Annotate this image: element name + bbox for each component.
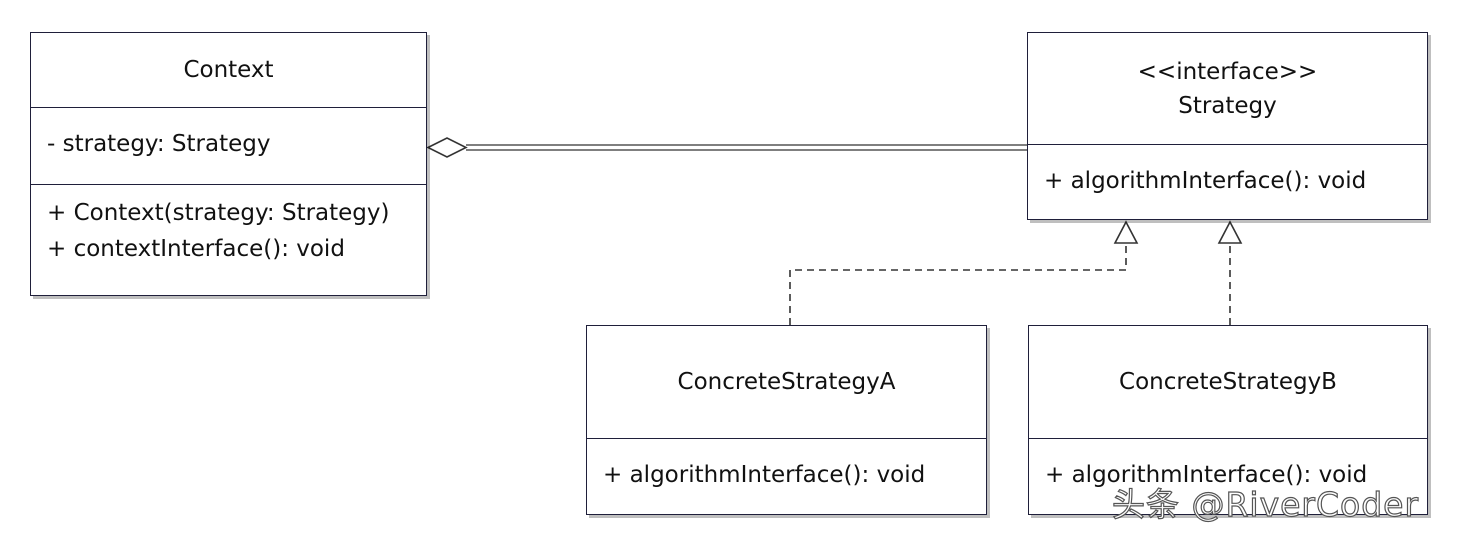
class-concrete-strategy-a-methods: + algorithmInterface(): void — [587, 439, 986, 493]
class-context-method: + Context(strategy: Strategy) — [47, 200, 390, 226]
class-concrete-strategy-a-method: + algorithmInterface(): void — [603, 462, 926, 488]
class-strategy-stereotype: <<interface>> — [1137, 58, 1318, 85]
class-concrete-strategy-b-methods: + algorithmInterface(): void — [1029, 439, 1427, 493]
watermark: 头条 @RiverCoder — [1111, 484, 1420, 524]
class-context-methods: + Context(strategy: Strategy) + contextI… — [31, 185, 426, 267]
class-concrete-strategy-b-name-section: ConcreteStrategyB — [1029, 326, 1427, 439]
realization-connector-b — [1217, 220, 1243, 325]
aggregation-connector — [426, 137, 1027, 158]
realization-connector-a — [789, 220, 1139, 325]
class-context-name-section: Context — [31, 33, 426, 108]
class-strategy: <<interface>> Strategy + algorithmInterf… — [1027, 32, 1428, 220]
class-concrete-strategy-a-name-section: ConcreteStrategyA — [587, 326, 986, 439]
class-concrete-strategy-b-method: + algorithmInterface(): void — [1045, 462, 1368, 488]
aggregation-diamond — [426, 137, 468, 158]
class-context-name: Context — [183, 57, 274, 83]
class-context: Context - strategy: Strategy + Context(s… — [30, 32, 427, 296]
class-concrete-strategy-a-name: ConcreteStrategyA — [677, 369, 896, 395]
class-context-method: + contextInterface(): void — [47, 236, 345, 262]
class-context-attribute: - strategy: Strategy — [47, 131, 271, 157]
class-strategy-method: + algorithmInterface(): void — [1044, 168, 1367, 194]
realization-arrowhead-a — [1113, 220, 1139, 244]
class-context-attributes: - strategy: Strategy — [31, 108, 426, 185]
class-strategy-name: Strategy — [1178, 92, 1277, 119]
class-strategy-name-section: <<interface>> Strategy — [1028, 33, 1427, 145]
class-concrete-strategy-b-name: ConcreteStrategyB — [1119, 369, 1337, 395]
class-concrete-strategy-a: ConcreteStrategyA + algorithmInterface()… — [586, 325, 987, 515]
realization-arrowhead-b — [1217, 220, 1243, 244]
realization-line-a — [789, 243, 1127, 325]
class-strategy-methods: + algorithmInterface(): void — [1028, 145, 1427, 199]
class-concrete-strategy-b: ConcreteStrategyB + algorithmInterface()… — [1028, 325, 1428, 515]
